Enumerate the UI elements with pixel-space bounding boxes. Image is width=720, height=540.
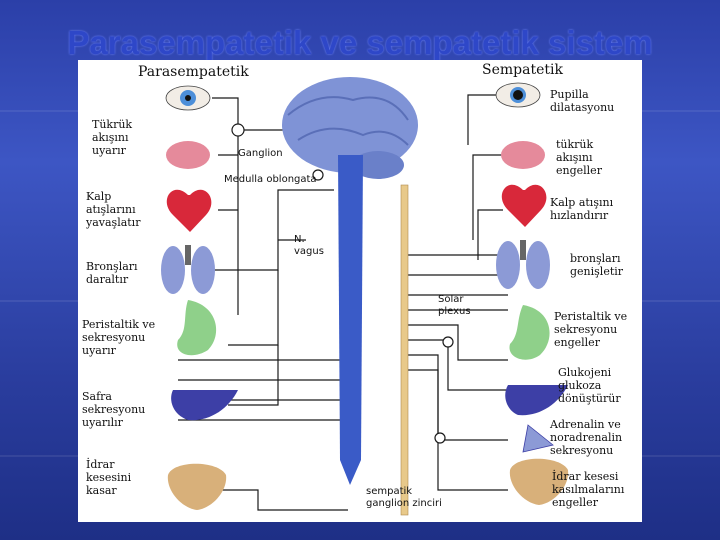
solar-plexus-label: Solar plexus — [438, 294, 471, 317]
line-left-stomach — [228, 270, 279, 346]
right-bladder — [509, 458, 569, 505]
right-effect-liver: Glukojeni glukoza dönüştürür — [558, 366, 621, 405]
right-pathways — [178, 94, 548, 491]
adrenal-gland — [522, 424, 554, 453]
line-right-stomach — [408, 324, 508, 361]
left-effect-bladder: İdrar kesesini kasar — [86, 458, 132, 497]
brain — [282, 77, 418, 179]
right-effect-stomach: Peristaltik ve sekresyonu engeller — [554, 310, 628, 349]
right-lungs — [496, 240, 550, 289]
right-effect-eye: Pupilla dilatasyonu — [550, 88, 615, 114]
left-salivary-gland — [166, 141, 210, 169]
vagus-label: N. vagus — [294, 234, 324, 257]
sympathetic-header: Sempatetik — [482, 62, 563, 78]
ganglion-circle — [312, 169, 324, 181]
line-right-bladder — [408, 369, 508, 491]
right-effect-bladder: İdrar kesesi kasılmalarını engeller — [552, 470, 625, 509]
left-effect-liver: Safra sekresyonu uyarılır — [82, 390, 146, 429]
right-liver — [505, 385, 568, 416]
ganglion-circle — [442, 336, 454, 348]
left-heart — [166, 189, 212, 232]
left-pathways — [198, 97, 348, 511]
parasympathetic-header: Parasempatetik — [138, 64, 249, 80]
line-right-liver — [408, 339, 548, 391]
sympathetic-chain-label: sempatik ganglion zinciri — [366, 486, 442, 509]
right-effect-heart: Kalp atışını hızlandırır — [550, 196, 614, 222]
right-eye — [495, 82, 541, 108]
left-liver — [171, 390, 238, 421]
right-stomach — [509, 305, 550, 360]
line-left-liver — [228, 345, 279, 406]
line-right-eye — [467, 94, 508, 145]
spinal-cord — [338, 155, 363, 485]
slide-title: Parasempatetik ve sempatetik sistem — [67, 24, 653, 61]
ganglion-circle — [434, 432, 446, 444]
line-right-adrenal — [408, 354, 508, 441]
left-effect-salivary: Tükrük akışını uyarır — [92, 118, 133, 157]
ganglion-label: Ganglion — [238, 148, 283, 159]
left-lungs — [161, 245, 215, 294]
right-effect-salivary: tükrük akışını engeller — [556, 138, 602, 177]
line-right-heart — [477, 209, 503, 260]
left-effect-lungs: Bronşları daraltır — [86, 260, 138, 286]
left-effect-heart: Kalp atışlarını yavaşlatır — [86, 190, 141, 229]
line-left-lungs — [198, 189, 334, 271]
line-left-bladder — [218, 489, 348, 511]
left-effect-stomach: Peristaltik ve sekresyonu uyarır — [82, 318, 156, 357]
medulla-label: Medulla oblongata — [224, 174, 317, 185]
diagram-panel: Parasempatetik Sempatetik Ganglion Medul… — [78, 60, 642, 522]
left-stomach — [177, 300, 217, 356]
right-effect-lungs: bronşları genişletir — [570, 252, 624, 278]
left-eye — [165, 85, 211, 111]
ganglion-circle — [231, 123, 245, 137]
right-heart — [501, 184, 547, 227]
right-effect-adrenal: Adrenalin ve noradrenalin sekresyonu — [550, 418, 623, 457]
right-salivary-gland — [501, 141, 545, 169]
nervous-system-diagram — [161, 77, 569, 516]
left-bladder — [167, 463, 227, 510]
sympathetic-chain — [400, 184, 409, 516]
left-main-trunk — [212, 97, 239, 315]
line-right-gland — [472, 154, 508, 240]
